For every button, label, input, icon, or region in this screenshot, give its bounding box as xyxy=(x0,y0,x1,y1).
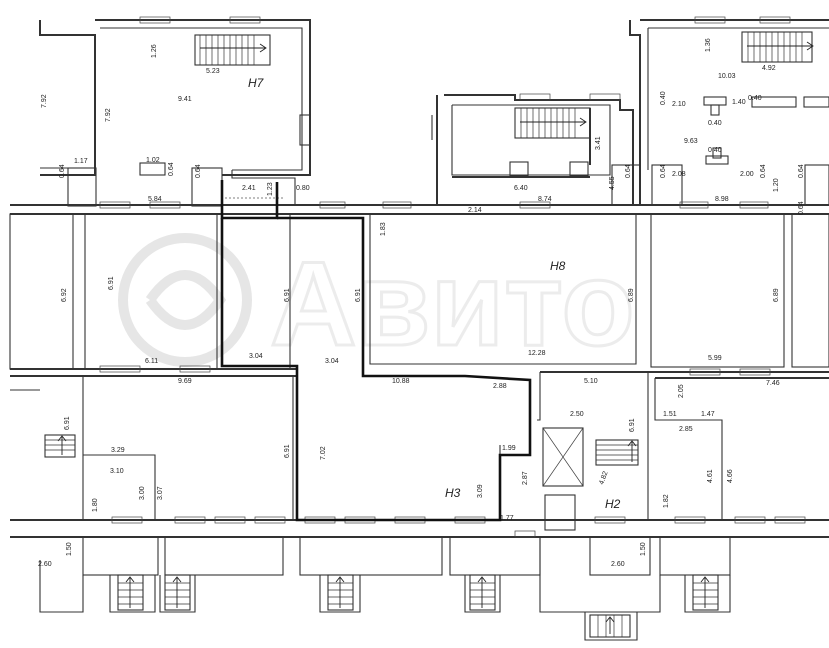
dimension-label: 6.91 xyxy=(64,416,71,430)
dimension-label: 8.74 xyxy=(538,196,552,203)
dimension-label: 6.91 xyxy=(108,276,115,290)
dimension-label: 5.84 xyxy=(148,196,162,203)
dimension-label: 4.92 xyxy=(762,65,776,72)
dimension-label: 7.92 xyxy=(105,108,112,122)
dimension-label: 0.64 xyxy=(798,201,805,215)
dimension-label: 3.04 xyxy=(249,353,263,360)
room-label-h2: Н2 xyxy=(605,497,621,511)
dimension-label: 4.61 xyxy=(707,469,714,483)
dimension-label: 1.50 xyxy=(640,542,647,556)
dimension-label: 2.41 xyxy=(242,185,256,192)
dimension-label: 6.89 xyxy=(773,288,780,302)
dimension-label: 1.20 xyxy=(773,178,780,192)
dimension-label: 1.40 xyxy=(732,99,746,106)
dimension-label: 0.64 xyxy=(195,164,202,178)
dimension-label: 3.09 xyxy=(477,484,484,498)
room-label-h8: Н8 xyxy=(550,259,566,273)
dimension-label: 6.91 xyxy=(284,288,291,302)
dimension-label: 2.60 xyxy=(611,561,625,568)
dimension-label: 1.77 xyxy=(500,515,514,522)
dimension-label: 4.66 xyxy=(727,469,734,483)
dimension-label: 4.82 xyxy=(598,470,609,485)
dimension-label: 1.23 xyxy=(267,182,274,196)
dimension-label: 0.40 xyxy=(660,91,667,105)
dimension-label: 6.91 xyxy=(284,444,291,458)
dimension-label: 1.82 xyxy=(663,494,670,508)
walls xyxy=(9,16,829,641)
dimension-label: 1.47 xyxy=(701,411,715,418)
stairs xyxy=(44,31,814,638)
dimension-label: 6.89 xyxy=(628,288,635,302)
dimension-label: 5.23 xyxy=(206,68,220,75)
dimension-label: 1.50 xyxy=(66,542,73,556)
dimension-label: 3.29 xyxy=(111,447,125,454)
dimension-label: 0.64 xyxy=(798,164,805,178)
dimension-label: 6.91 xyxy=(355,288,362,302)
dimension-label: 10.03 xyxy=(718,73,736,80)
dimension-label: 2.08 xyxy=(672,171,686,178)
dimension-label: 2.88 xyxy=(493,383,507,390)
dimension-label: 0.64 xyxy=(59,164,66,178)
dimension-label: 7.02 xyxy=(320,446,327,460)
dimension-label: 3.10 xyxy=(110,468,124,475)
dimension-label: 9.69 xyxy=(178,378,192,385)
dimension-label: 3.41 xyxy=(595,136,602,150)
dimension-label: 0.64 xyxy=(660,164,667,178)
dimension-label: 2.10 xyxy=(672,101,686,108)
dimension-labels: 1.26 5.23 7.92 7.92 9.41 1.17 0.64 1.02 … xyxy=(38,38,805,568)
highlighted-unit-outline xyxy=(220,180,532,522)
dimension-label: 2.50 xyxy=(570,411,584,418)
room-label-h3: Н3 xyxy=(445,486,461,500)
dimension-label: 7.92 xyxy=(41,94,48,108)
dimension-label: 3.04 xyxy=(325,358,339,365)
dimension-label: 1.80 xyxy=(92,498,99,512)
dimension-label: 9.63 xyxy=(684,138,698,145)
dimension-label: 2.85 xyxy=(679,426,693,433)
dimension-label: 6.40 xyxy=(514,185,528,192)
dimension-label: 9.41 xyxy=(178,96,192,103)
dimension-label: 5.10 xyxy=(584,378,598,385)
bottom-entrance-stairs xyxy=(117,574,719,638)
dimension-label: 8.98 xyxy=(715,196,729,203)
room-labels: Н7 Н8 Н3 Н2 xyxy=(248,76,621,511)
dimension-label: 7.46 xyxy=(766,380,780,387)
dimension-label: 3.07 xyxy=(157,486,164,500)
dimension-label: 2.14 xyxy=(468,207,482,214)
dimension-label: 12.28 xyxy=(528,350,546,357)
dimension-label: 5.99 xyxy=(708,355,722,362)
dimension-label: 1.36 xyxy=(705,38,712,52)
dimension-label: 0.64 xyxy=(760,164,767,178)
dimension-label: 6.91 xyxy=(629,418,636,432)
dimension-label: 6.11 xyxy=(145,358,158,365)
dimension-label: 0.80 xyxy=(296,185,310,192)
dimension-label: 1.26 xyxy=(151,44,158,58)
dimension-label: 10.88 xyxy=(392,378,410,385)
watermark: Авито xyxy=(118,233,636,373)
dimension-label: 2.00 xyxy=(740,171,754,178)
svg-text:Авито: Авито xyxy=(270,237,635,371)
dimension-label: 1.51 xyxy=(663,411,677,418)
dimension-label: 6.92 xyxy=(61,288,68,302)
dimension-label: 1.17 xyxy=(74,158,88,165)
dimension-label: 0.40 xyxy=(748,95,762,102)
dimension-label: 4.55 xyxy=(609,176,616,190)
room-label-h7: Н7 xyxy=(248,76,265,90)
dimension-label: 2.87 xyxy=(522,471,529,485)
dimension-label: 1.99 xyxy=(502,445,516,452)
dimension-label: 0.40 xyxy=(708,147,722,154)
dimension-label: 2.05 xyxy=(678,384,685,398)
dimension-label: 0.64 xyxy=(168,162,175,176)
dimension-label: 0.40 xyxy=(708,120,722,127)
dimension-label: 3.00 xyxy=(139,486,146,500)
dimension-label: 2.60 xyxy=(38,561,52,568)
dimension-label: 1.83 xyxy=(380,222,387,236)
dimension-label: 0.64 xyxy=(625,164,632,178)
dimension-label: 1.02 xyxy=(146,157,160,164)
